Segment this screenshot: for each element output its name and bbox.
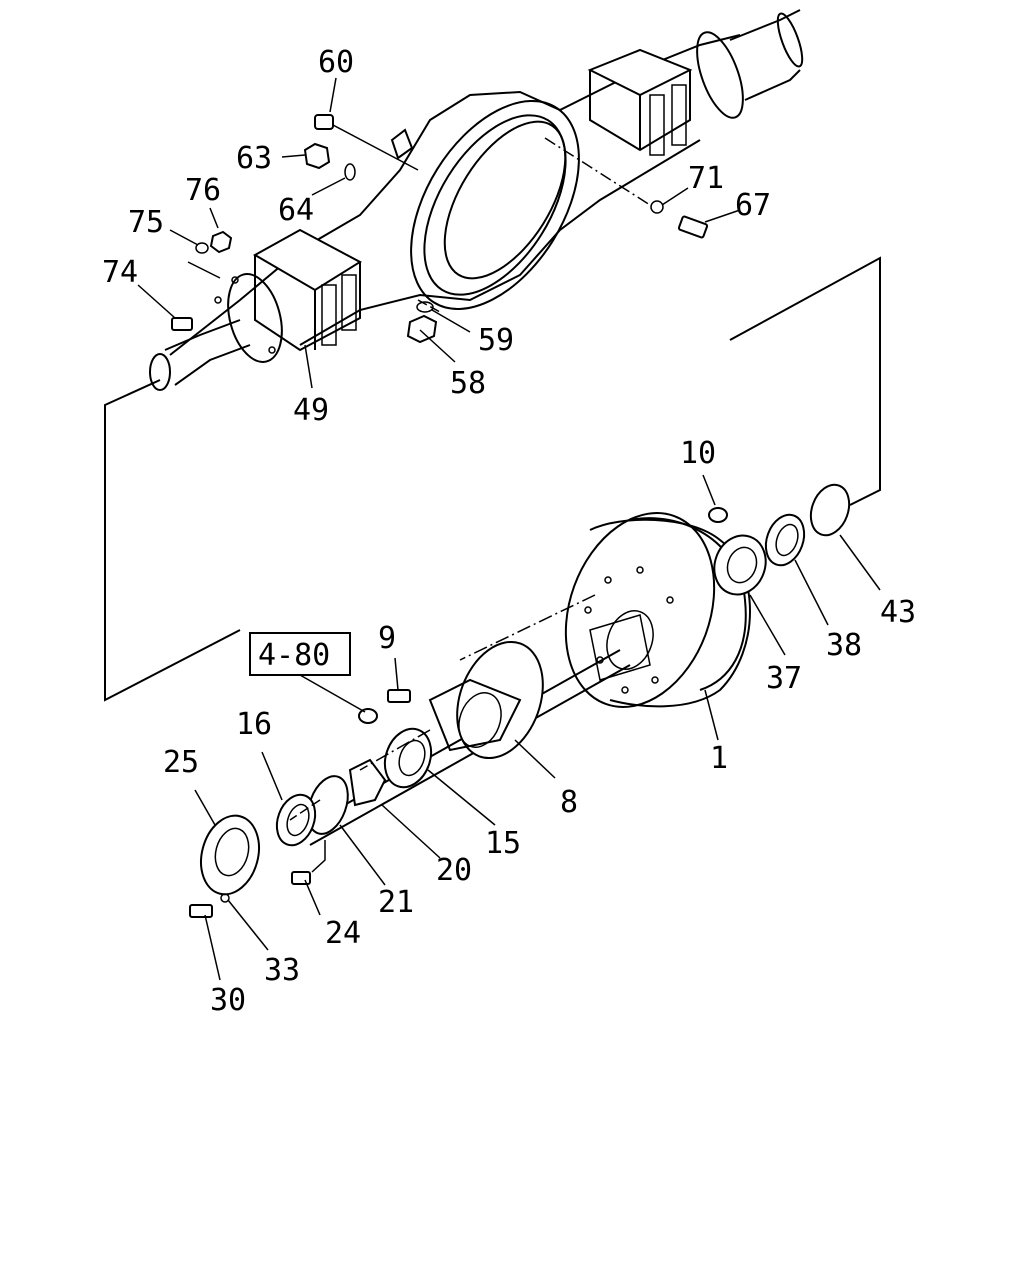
callout-58: 58 (450, 366, 486, 401)
hub-parts (189, 483, 851, 918)
callout-20: 20 (436, 853, 472, 888)
callout-75: 75 (128, 205, 164, 240)
callout-74: 74 (102, 255, 138, 290)
callout-43: 43 (880, 595, 916, 630)
callout-37: 37 (766, 661, 802, 696)
callout-59: 59 (478, 323, 514, 358)
callout-64: 64 (278, 193, 314, 228)
callout-49: 49 (293, 393, 329, 428)
callout-38: 38 (826, 628, 862, 663)
leader-lines (137, 77, 881, 981)
reference-box-label: 4-80 (258, 638, 330, 673)
callout-67: 67 (735, 188, 771, 223)
alignment-lines-top (417, 137, 651, 313)
reference-box: 4-80 (249, 632, 351, 676)
callout-71: 71 (688, 161, 724, 196)
connection-frame-lines (104, 256, 881, 702)
callout-15: 15 (485, 826, 521, 861)
axle-housing (149, 9, 804, 391)
callout-8: 8 (560, 785, 578, 820)
callout-63: 63 (236, 141, 272, 176)
brake-drum (564, 512, 751, 708)
callout-25: 25 (163, 745, 199, 780)
callout-30: 30 (210, 983, 246, 1018)
housing-fasteners (171, 114, 709, 344)
callout-1: 1 (710, 741, 728, 776)
callout-labels: 60 63 64 76 75 74 71 67 59 58 49 10 43 3… (102, 45, 916, 1018)
callout-9: 9 (378, 621, 396, 656)
callout-60: 60 (318, 45, 354, 80)
callout-24: 24 (325, 916, 361, 951)
callout-76: 76 (185, 173, 221, 208)
callout-33: 33 (264, 953, 300, 988)
callout-21: 21 (378, 885, 414, 920)
callout-10: 10 (680, 436, 716, 471)
callout-16: 16 (236, 707, 272, 742)
alignment-lines-bottom (289, 594, 596, 821)
